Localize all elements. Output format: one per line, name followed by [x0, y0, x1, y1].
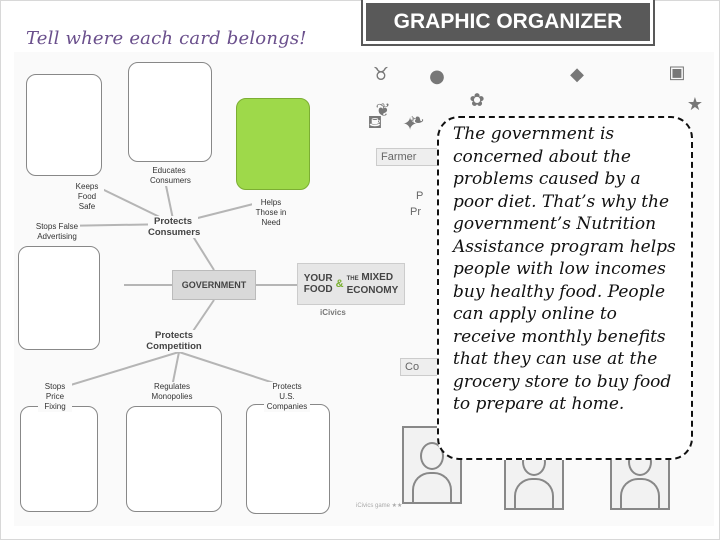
node-stops-false-advertising: Stops False Advertising [34, 222, 80, 242]
title-banner: GRAPHIC ORGANIZER [361, 0, 655, 46]
node-protects-consumers: Protects Consumers [148, 216, 201, 238]
clipart-strip: ♉ ● ✿ ❦ ❧ ◆ ▣ ★ [366, 60, 710, 142]
node-educates-consumers: Educates Consumers [150, 166, 191, 186]
node-helps-those-in-need: Helps Those in Need [252, 198, 290, 228]
gift-icon: ◆ [570, 64, 584, 85]
instruction-text: Tell where each card belongs! [26, 28, 307, 49]
card-slot-educates-consumers[interactable] [128, 62, 212, 162]
star-icon: ★ [686, 94, 704, 115]
brand-label: iCivics [320, 308, 346, 317]
node-regulates-monopolies: Regulates Monopolies [150, 382, 194, 402]
scenario-card[interactable]: The government is concerned about the pr… [437, 116, 693, 460]
logo-word-the: THE [346, 276, 359, 282]
game-logo: YOUR FOOD & THE MIXED ECONOMY [297, 263, 405, 305]
node-stops-price-fixing: Stops Price Fixing [38, 382, 72, 412]
page-title: GRAPHIC ORGANIZER [393, 10, 623, 33]
logo-ampersand: & [335, 277, 344, 290]
logo-word-your: YOUR [303, 273, 333, 284]
label-farmer: Farmer [376, 148, 446, 166]
card-slot-keeps-food-safe[interactable] [26, 74, 102, 176]
logo-word-economy: ECONOMY [346, 285, 399, 296]
leaf-icon: ❦ [375, 100, 391, 121]
node-government: GOVERNMENT [172, 270, 256, 300]
label-pr: Pr [406, 204, 446, 220]
corn-icon: ✦ [402, 114, 418, 135]
node-protects-us-companies: Protects U.S. Companies [264, 382, 310, 412]
pepper-icon: ❧ [409, 110, 425, 131]
sign-icon: ▣ [668, 62, 686, 83]
footer-credit: iCivics game ★★ [356, 503, 403, 509]
cow-icon: ♉ [372, 64, 390, 85]
basket-icon: ⛾ [367, 112, 383, 133]
food-icon: ✿ [469, 90, 485, 111]
card-slot-regulates-monopolies[interactable] [126, 406, 222, 512]
card-slot-protects-us-companies[interactable] [246, 404, 330, 514]
node-protects-competition: Protects Competition [146, 330, 202, 352]
card-slot-stops-price-fixing[interactable] [20, 406, 98, 512]
logo-word-mixed: MIXED [361, 272, 394, 283]
apple-icon: ● [429, 66, 445, 87]
card-slot-helps-those-in-need[interactable] [236, 98, 310, 190]
card-slot-stops-false-advertising[interactable] [18, 246, 100, 350]
logo-word-food: FOOD [303, 284, 333, 295]
node-keeps-food-safe: Keeps Food Safe [70, 182, 104, 212]
